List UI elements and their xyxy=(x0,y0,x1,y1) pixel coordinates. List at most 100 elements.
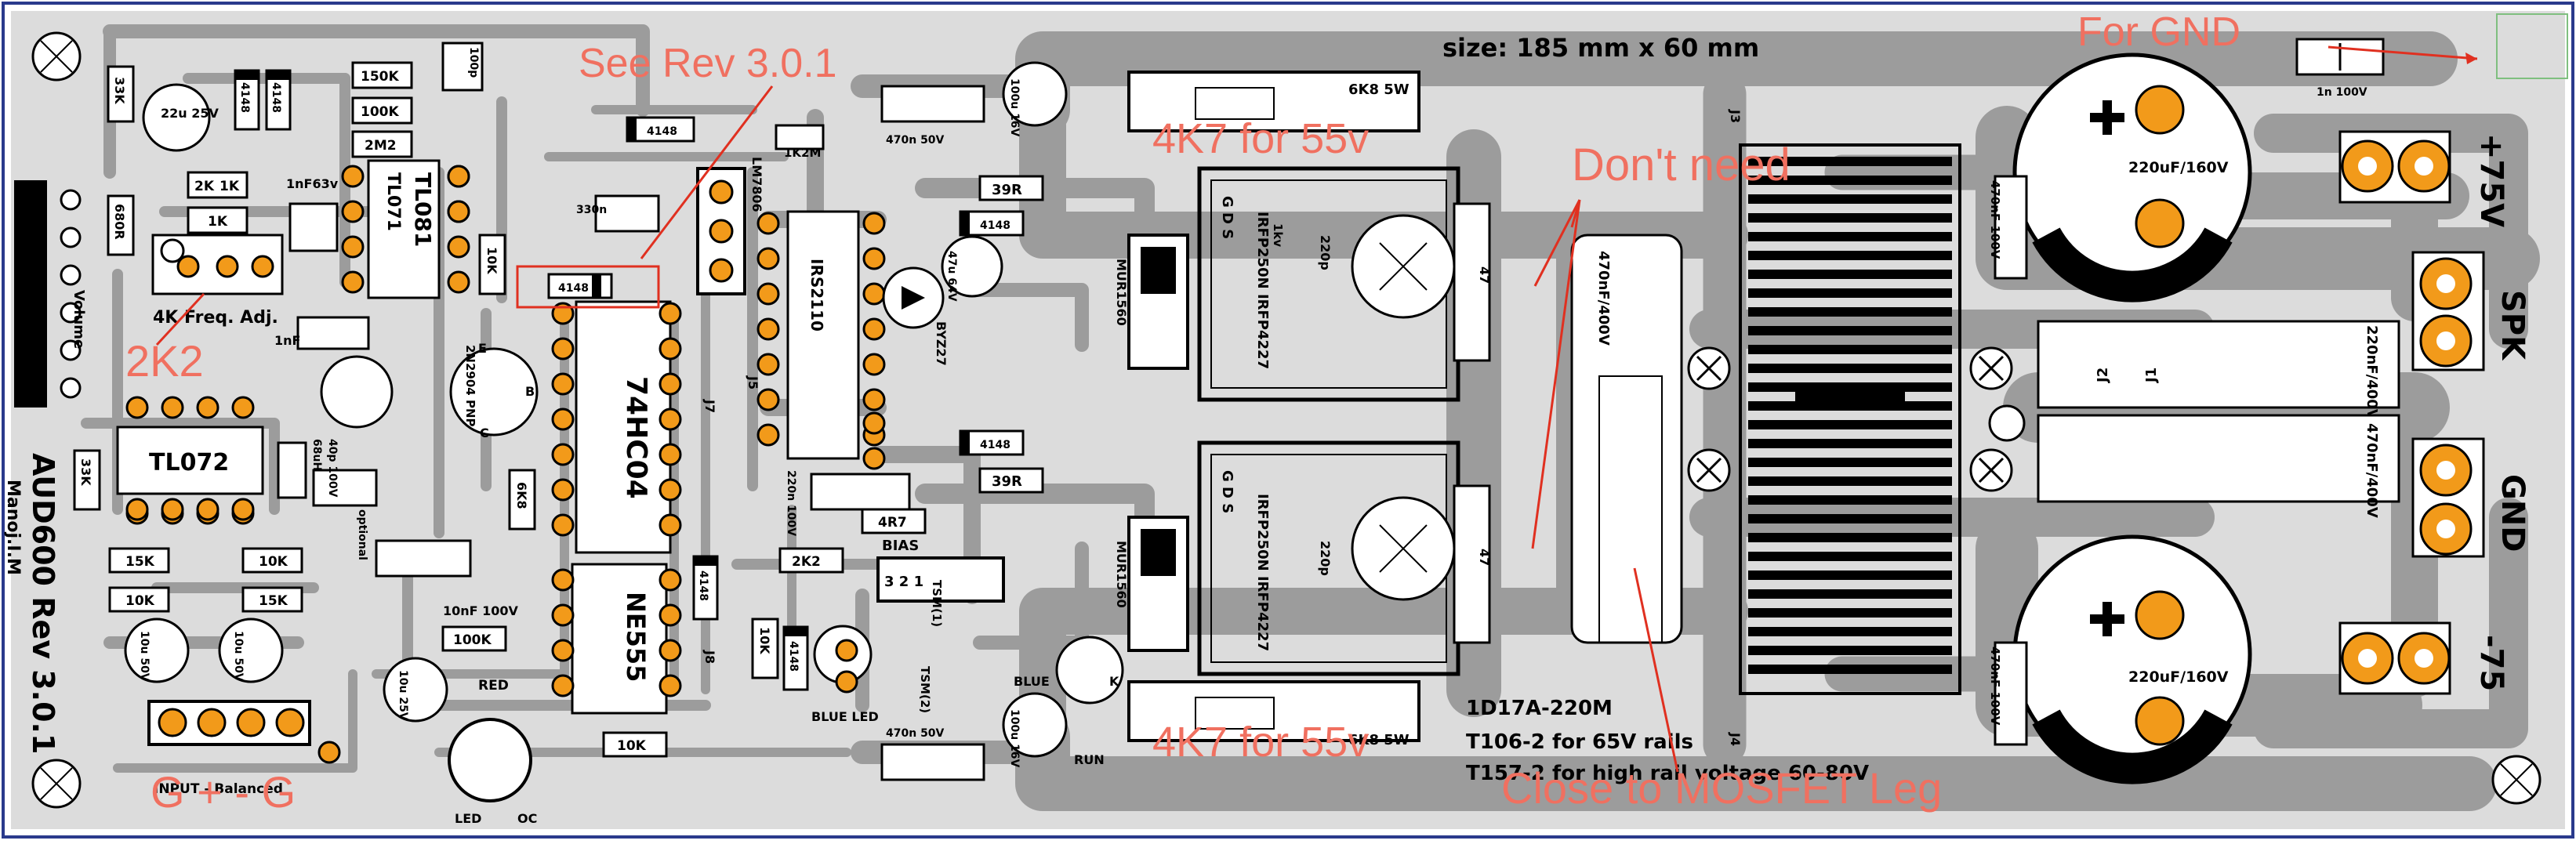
heatsink-fin xyxy=(1748,232,1952,241)
diode-4148-g-label: 4148 xyxy=(697,571,709,601)
pad xyxy=(862,212,886,235)
heatsink-fin xyxy=(1748,608,1952,618)
blue-label: BLUE xyxy=(1014,674,1050,689)
pad xyxy=(551,372,575,396)
run-label: RUN xyxy=(1074,752,1105,767)
res-10k-a: 10K xyxy=(478,234,506,295)
pads-misc xyxy=(125,165,886,764)
res-6k8-5w-top: 6K8 5W xyxy=(1127,71,1420,132)
diode-4148-d-label: 4148 xyxy=(558,282,589,295)
pad xyxy=(659,603,682,627)
res-47-bottom-label: 47 xyxy=(1477,549,1492,566)
pad xyxy=(551,513,575,537)
heatsink-fin xyxy=(1748,533,1952,542)
cap-10nf: 10nF 100V xyxy=(375,539,519,618)
jumper-j5: J5 xyxy=(746,375,760,389)
cap-220n-label: 220n 100V xyxy=(785,470,797,536)
board-author: Manoj.I.M xyxy=(3,480,23,575)
led-oc-label: OC xyxy=(517,811,537,826)
mosfet-top-pins: G D S xyxy=(1219,196,1235,239)
res-1k-b-label: 1K xyxy=(208,214,228,230)
volume-pin xyxy=(60,377,82,399)
anno-input-pins: G + - G xyxy=(151,767,296,817)
input-label: INPUT - Balanced xyxy=(154,781,283,797)
res-15k-b-label: 15K xyxy=(259,593,288,609)
pad xyxy=(835,639,858,662)
cap-100u-mid xyxy=(320,355,394,429)
cap-330n-label: 330n xyxy=(576,204,607,216)
tsm2-label: TSM(2) xyxy=(918,666,932,713)
res-150k-label: 150K xyxy=(361,69,399,85)
cap-330n: 330n xyxy=(576,194,660,233)
ic-irs2110-label: IRS2110 xyxy=(807,259,826,331)
pad xyxy=(835,670,858,694)
res-6k8-label: 6K8 xyxy=(514,482,529,509)
pad xyxy=(756,282,780,306)
res-2k: 2K 1K xyxy=(187,171,249,199)
cap-470n-50v-top-label: 470n 50V xyxy=(886,134,945,147)
cap-47u: 47u 64V xyxy=(941,235,1003,302)
res-15k-a-label: 15K xyxy=(125,554,155,570)
heatsink-fin xyxy=(1748,176,1952,185)
led-red: RED LED OC xyxy=(448,678,537,826)
jumper-j4: J4 xyxy=(1728,732,1743,746)
mounting-holes xyxy=(31,31,2542,809)
cap-100u-top: 100u 16V xyxy=(1002,61,1068,137)
diode-4148-h-label: 4148 xyxy=(787,641,800,672)
pad xyxy=(196,498,220,521)
core-note-2: T157-2 for high rail voltage 60-80V xyxy=(1466,762,1869,785)
heatsink-fin xyxy=(1748,495,1952,505)
res-680r: 680R xyxy=(107,194,135,256)
ic-ne555-label: NE555 xyxy=(621,592,651,682)
pad xyxy=(341,270,365,294)
res-10k-c-label: 10K xyxy=(757,627,772,654)
cap-10nf-label: 10nF 100V xyxy=(443,603,519,618)
cap-470n-50v-bottom-label: 470n 50V xyxy=(886,727,945,740)
cap-100p: 100p xyxy=(441,42,484,92)
pad xyxy=(659,337,682,360)
inductor-68uh: 68uH xyxy=(277,439,323,499)
pad xyxy=(551,408,575,431)
pad xyxy=(756,388,780,411)
freq-adj-trimmer: 4K Freq. Adj. xyxy=(151,234,284,328)
pad xyxy=(275,708,305,737)
pad xyxy=(659,408,682,431)
pad xyxy=(659,443,682,466)
res-4r7-label: 4R7 xyxy=(878,515,907,531)
pad xyxy=(251,255,274,278)
bias-connector: BIAS 3 2 1 xyxy=(876,538,1005,603)
input-connector: INPUT - Balanced xyxy=(147,700,311,797)
res-10k-b-label: 10K xyxy=(617,738,647,754)
anno-4k7-bottom: 4K7 for 55v xyxy=(1152,719,1369,766)
volume-pin xyxy=(60,302,82,324)
res-6k8: 6K8 xyxy=(508,469,536,531)
ic-tl081-label: TL081 xyxy=(410,172,436,247)
jumper-j8: J8 xyxy=(702,650,717,664)
inductor-note: 1D17A-220M xyxy=(1466,697,1613,720)
terminal-spk-label: SPK xyxy=(2494,290,2531,361)
heatsink-fin xyxy=(1748,364,1952,373)
pad xyxy=(756,247,780,270)
pad xyxy=(862,247,886,270)
cap-10u-25v: 10u 25V xyxy=(383,657,448,723)
res-39r-top: 39R xyxy=(978,175,1044,201)
transistor-pnp: 2N2904 PNP B E C xyxy=(449,341,539,440)
terminal-pos-75v: +75V xyxy=(2338,130,2509,227)
pad xyxy=(659,674,682,697)
cap-220p-bottom-label: 220p xyxy=(1318,541,1333,576)
cap-470n-400v-b-label: 470nF/400V xyxy=(2364,423,2380,518)
res-39r-bottom-label: 39R xyxy=(992,473,1022,490)
pad xyxy=(659,302,682,325)
pad xyxy=(862,447,886,470)
diode-4148-e-label: 4148 xyxy=(980,219,1010,232)
cap-1nf: 1nF xyxy=(274,316,370,350)
cap-220u-top-label: 220uF/160V xyxy=(2128,159,2229,176)
cap-10u-a-label: 10u 50V xyxy=(138,631,151,682)
res-10k-c: 10K xyxy=(751,618,779,679)
diodes-1n4148: 4148 4148 4148 4148 4148 4148 4148 4148 xyxy=(234,69,1025,691)
res-15k-b: 15K xyxy=(241,586,303,613)
anno-dont-need: Don't need xyxy=(1572,139,1791,190)
diode-4148-a: 4148 xyxy=(234,69,260,131)
label-k: K xyxy=(1109,674,1119,689)
terminal-gnd-label: GND xyxy=(2494,474,2531,552)
